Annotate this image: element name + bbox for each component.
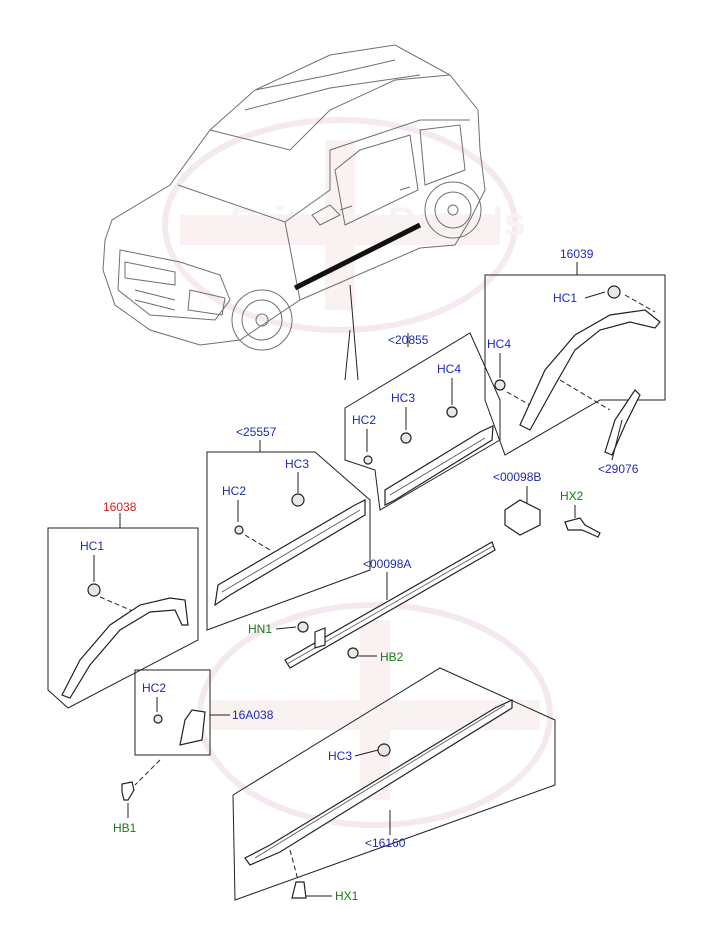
clip-hc2-25557 <box>234 525 244 535</box>
label-16160: <16160 <box>365 836 406 850</box>
label-hb1: HB1 <box>113 821 137 835</box>
screw-hx1 <box>291 881 307 899</box>
label-hc3-16160: HC3 <box>328 749 352 763</box>
clip-hc1 <box>607 285 621 299</box>
label-00098a: <00098A <box>363 557 411 571</box>
clip-hc2-16a038 <box>153 714 163 724</box>
clip-hc3-20855 <box>400 432 412 444</box>
bracket-00098b <box>504 499 541 536</box>
wheel-arch-moulding-front <box>61 597 189 699</box>
clip-hc2-20855 <box>363 455 373 465</box>
car-illustration <box>102 44 486 351</box>
label-29076: <29076 <box>598 462 639 476</box>
label-hc1-16038: HC1 <box>80 539 104 553</box>
label-hx1: HX1 <box>335 889 359 903</box>
mudflap-16a038 <box>179 709 206 746</box>
screw-hx2 <box>564 517 601 538</box>
group-00098b: <00098B HX2 <box>493 470 601 538</box>
group-16a038: HC2 16A038 HB1 <box>113 669 274 835</box>
group-25557: <25557 HC3 HC2 <box>206 425 371 631</box>
bracket-clip-00098a <box>314 627 326 649</box>
label-hc2-16a038: HC2 <box>142 681 166 695</box>
label-hc3-25557: HC3 <box>285 457 309 471</box>
clip-hc4 <box>494 379 506 391</box>
label-hc4-20855: HC4 <box>437 362 461 376</box>
bolt-hb2 <box>347 647 359 659</box>
label-00098b: <00098B <box>493 470 541 484</box>
group-16160: HC3 <16160 HX1 <box>232 667 556 903</box>
label-25557: <25557 <box>236 425 277 439</box>
clip-hc4-20855 <box>446 406 458 418</box>
label-hc2-25557: HC2 <box>222 484 246 498</box>
clip-hc3-25557 <box>291 493 305 507</box>
label-hc4-16039: HC4 <box>487 337 511 351</box>
label-hn1: HN1 <box>248 622 272 636</box>
door-moulding-front <box>214 499 366 607</box>
clip-hc3-16160 <box>377 743 391 757</box>
label-16038: 16038 <box>103 500 137 514</box>
group-16038: 16038 HC1 <box>47 500 199 709</box>
nut-hn1 <box>297 621 309 633</box>
group-20855: <20855 HC4 HC3 HC2 <box>344 332 501 511</box>
clip-hc1-16038 <box>87 583 101 597</box>
label-hc1-16039: HC1 <box>553 291 577 305</box>
group-16039: 16039 HC1 HC4 <29076 <box>484 247 666 476</box>
label-hc2-20855: HC2 <box>352 413 376 427</box>
wheel-arch-trim-29076 <box>604 389 641 456</box>
wheel-arch-moulding-rear <box>519 309 661 431</box>
label-16a038: 16A038 <box>232 708 274 722</box>
group-00098a: <00098A HN1 HB2 <box>248 541 496 669</box>
label-hx2: HX2 <box>560 489 584 503</box>
label-hc3-20855: HC3 <box>391 391 415 405</box>
label-hb2: HB2 <box>380 650 404 664</box>
label-20855: <20855 <box>388 333 429 347</box>
bolt-hb1 <box>121 781 135 801</box>
label-16039: 16039 <box>560 247 594 261</box>
